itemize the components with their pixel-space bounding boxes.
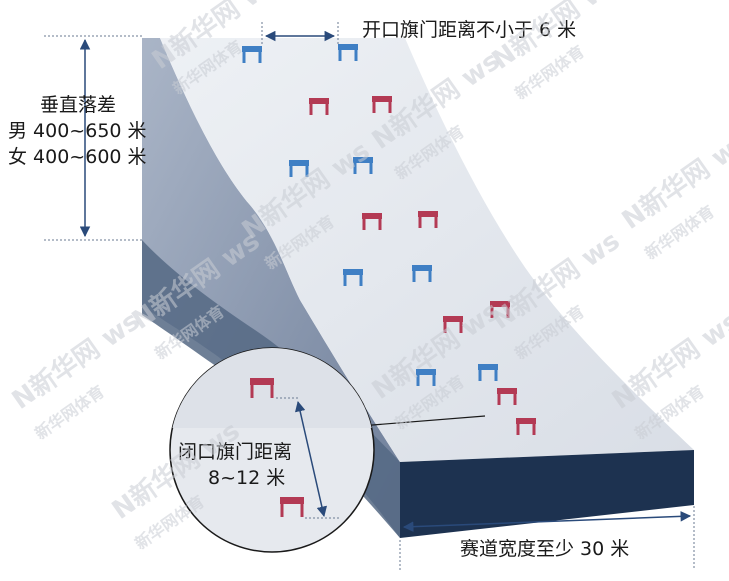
zoom-red-gate — [250, 378, 274, 398]
open-gate-distance-label: 开口旗门距离不小于 6 米 — [362, 19, 576, 41]
slope-surface — [142, 38, 694, 462]
blue-gate — [412, 265, 432, 282]
gates-group — [242, 44, 536, 435]
watermark-logo: N新华网 ws — [606, 305, 729, 415]
blue-gate — [353, 157, 373, 174]
blue-gate — [478, 364, 498, 381]
blue-gate — [343, 269, 363, 286]
red-gate — [372, 96, 392, 113]
closed-gate-distance-title: 闭口旗门距离 — [178, 441, 292, 463]
red-gate — [516, 418, 536, 435]
course-width-label: 赛道宽度至少 30 米 — [460, 538, 629, 560]
blue-gate — [416, 369, 436, 386]
course-width-arrow — [402, 511, 692, 532]
blue-gate — [338, 44, 358, 61]
red-gate — [443, 316, 463, 333]
closed-gate-arrow — [294, 400, 328, 518]
vertical-drop-title: 垂直落差 — [40, 94, 116, 116]
blue-gate — [289, 160, 309, 177]
zoom-pointer-line — [359, 415, 486, 427]
closed-gate-distance-value: 8~12 米 — [208, 467, 285, 489]
red-gate — [309, 98, 329, 115]
red-gate — [362, 213, 382, 230]
vertical-drop-men: 男 400~650 米 — [8, 120, 147, 142]
red-gate — [418, 211, 438, 228]
vertical-drop-women: 女 400~600 米 — [8, 146, 147, 168]
red-gate — [490, 301, 510, 318]
blue-gate — [242, 46, 262, 63]
red-gate — [497, 388, 517, 405]
